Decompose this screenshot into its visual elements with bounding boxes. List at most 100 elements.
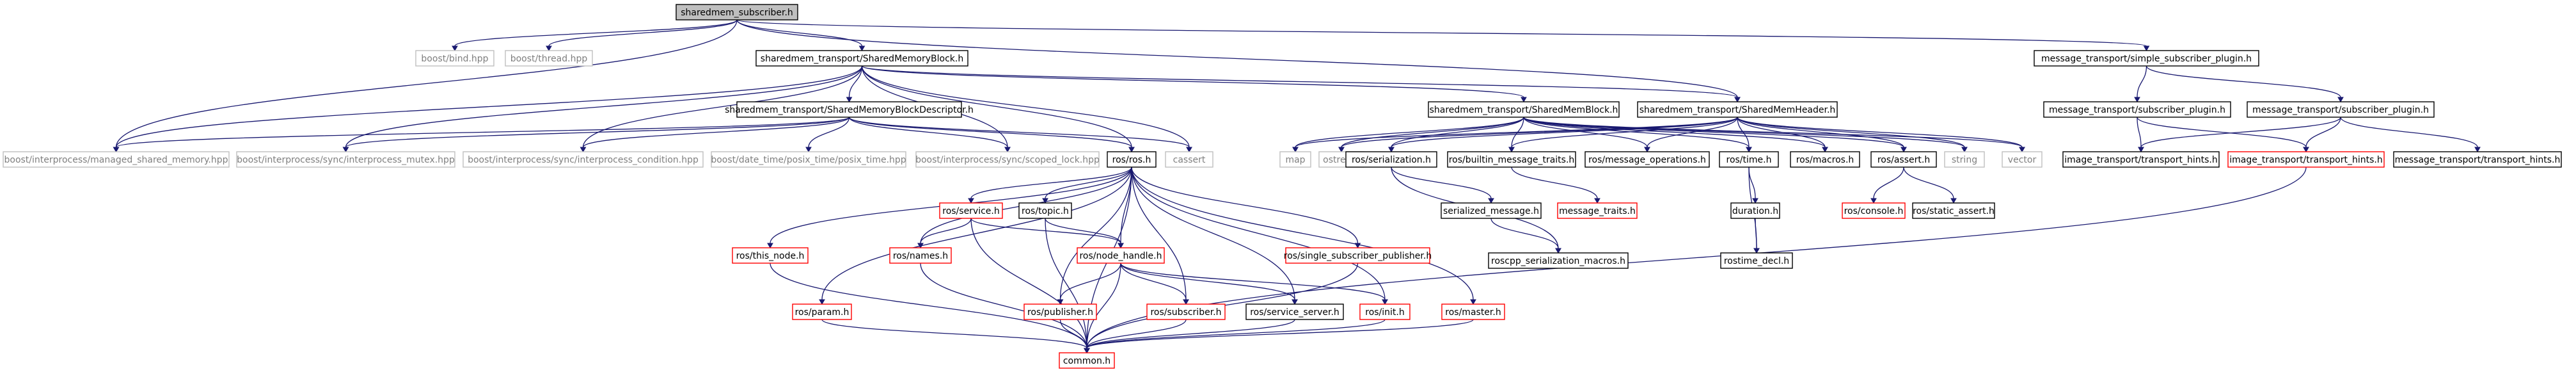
node-box [1285, 247, 1430, 264]
node-message-traits[interactable]: message_traits.h [1557, 202, 1638, 219]
node-ros-service-server[interactable]: ros/service_server.h [1245, 303, 1344, 320]
node-smhdr[interactable]: sharedmem_transport/SharedMemHeader.h [1637, 101, 1838, 118]
edge-ros-node-handle-to-ros-service-server [1120, 263, 1298, 305]
node-box [1720, 252, 1793, 269]
node-mt-sub1[interactable]: message_transport/subscriber_plugin.h [2043, 101, 2231, 118]
node-label: ros/ros.h [1112, 155, 1151, 165]
edge-smb-to-smbd [846, 65, 863, 103]
node-box [1447, 151, 1576, 168]
node-boost-thread: boost/thread.hpp [505, 50, 593, 67]
node-label: string [1952, 155, 1977, 165]
node-label: message_traits.h [1559, 206, 1636, 216]
node-label: ros/builtin_message_traits.h [1449, 155, 1575, 165]
node-ros-subscriber[interactable]: ros/subscriber.h [1146, 303, 1226, 320]
edge-ros-assert-to-ros-static-assert [1903, 166, 1957, 204]
node-label: sharedmem_transport/SharedMemBlock.h [1430, 105, 1618, 115]
node-label: duration.h [1732, 206, 1778, 216]
edge-root-to-boost-bind [452, 19, 738, 52]
node-box [1584, 151, 1710, 168]
node-ros-service[interactable]: ros/service.h [939, 202, 1003, 219]
node-smbd[interactable]: sharedmem_transport/SharedMemoryBlockDes… [725, 101, 974, 118]
node-ros-topic[interactable]: ros/topic.h [1018, 202, 1072, 219]
node-ros-static-assert[interactable]: ros/static_assert.h [1912, 202, 1995, 219]
node-ros-serialization[interactable]: ros/serialization.h [1345, 151, 1437, 168]
node-ros-h[interactable]: ros/ros.h [1107, 151, 1157, 168]
node-ros-builtin[interactable]: ros/builtin_message_traits.h [1447, 151, 1576, 168]
node-vector: vector [2002, 151, 2043, 168]
node-smb[interactable]: sharedmem_transport/SharedMemoryBlock.h [755, 50, 968, 67]
node-box [1279, 151, 1311, 168]
node-box [2393, 151, 2562, 168]
edge-smhdr-to-string [1737, 117, 1968, 153]
node-label: sharedmem_transport/SharedMemoryBlock.h [761, 54, 963, 64]
node-ros-names[interactable]: ros/names.h [889, 247, 952, 264]
node-box [939, 202, 1003, 219]
node-box [1944, 151, 1985, 168]
edge-smhdr-to-ros-assert [1737, 117, 1907, 153]
node-img-hints2[interactable]: image_transport/transport_hints.h [2227, 151, 2385, 168]
node-label: boost/interprocess/sync/interprocess_con… [468, 155, 699, 165]
node-box [1441, 303, 1505, 320]
node-mt-hints[interactable]: message_transport/transport_hints.h [2393, 151, 2562, 168]
node-ros-single-pub[interactable]: ros/single_subscriber_publisher.h [1284, 247, 1432, 264]
edge-ros-master-to-common [1084, 319, 1474, 354]
node-img-hints1[interactable]: image_transport/transport_hints.h [2062, 151, 2220, 168]
node-ros-console[interactable]: ros/console.h [1842, 202, 1906, 219]
node-label: message_transport/simple_subscriber_plug… [2041, 54, 2252, 64]
edge-ros-h-to-ros-service-server [1131, 166, 1298, 305]
node-label: ros/master.h [1445, 307, 1501, 318]
node-label: message_transport/subscriber_plugin.h [2049, 105, 2225, 115]
node-label: ros/init.h [1365, 307, 1405, 318]
node-ros-publisher[interactable]: ros/publisher.h [1023, 303, 1097, 320]
node-label: ros/param.h [795, 307, 849, 318]
node-ros-assert[interactable]: ros/assert.h [1870, 151, 1937, 168]
edge-smblk-to-ostream [1338, 117, 1524, 153]
node-label: image_transport/transport_hints.h [2064, 155, 2217, 165]
node-ros-init[interactable]: ros/init.h [1359, 303, 1410, 320]
node-ros-node-handle[interactable]: ros/node_handle.h [1077, 247, 1165, 264]
node-ros-this-node[interactable]: ros/this_node.h [732, 247, 809, 264]
node-label: message_transport/subscriber_plugin.h [2252, 105, 2429, 115]
node-ros-msgops[interactable]: ros/message_operations.h [1584, 151, 1710, 168]
node-box [889, 247, 952, 264]
node-smblk[interactable]: sharedmem_transport/SharedMemBlock.h [1428, 101, 1620, 118]
node-label: ros/serialization.h [1352, 155, 1431, 165]
node-label: cassert [1173, 155, 1206, 165]
edge-smbd-to-ip-mutex [342, 117, 850, 153]
node-label: sharedmem_subscriber.h [681, 8, 793, 18]
node-common[interactable]: common.h [1059, 352, 1115, 369]
edge-ros-h-to-ros-master [1131, 166, 1476, 305]
edge-layer [113, 19, 2481, 354]
node-box [1557, 202, 1638, 219]
node-label: ros/this_node.h [736, 251, 805, 261]
node-box [1359, 303, 1410, 320]
edge-img-hints2-to-common [1084, 166, 2307, 354]
node-ros-param[interactable]: ros/param.h [792, 303, 852, 320]
node-box [1842, 202, 1906, 219]
node-ros-time[interactable]: ros/time.h [1719, 151, 1779, 168]
edge-mt-simple-to-mt-sub1 [2134, 65, 2147, 103]
node-mt-simple[interactable]: message_transport/simple_subscriber_plug… [2034, 50, 2259, 67]
node-box [1345, 151, 1437, 168]
node-ros-master[interactable]: ros/master.h [1441, 303, 1505, 320]
node-mt-sub2[interactable]: message_transport/subscriber_plugin.h [2247, 101, 2435, 118]
node-box [236, 151, 455, 168]
edge-ros-node-handle-to-ros-subscriber [1120, 263, 1189, 305]
node-label: ros/service.h [942, 206, 1000, 216]
node-box [792, 303, 852, 320]
edge-root-to-managed-shm [113, 19, 738, 153]
edge-ros-h-to-ros-init [1131, 166, 1388, 305]
node-label: map [1285, 155, 1305, 165]
node-duration[interactable]: duration.h [1730, 202, 1780, 219]
edge-mt-sub2-to-mt-hints [2340, 117, 2481, 153]
edge-mt-sub1-to-img-hints1 [2137, 117, 2144, 153]
node-rostime-decl[interactable]: rostime_decl.h [1720, 252, 1793, 269]
node-roscpp-macros[interactable]: roscpp_serialization_macros.h [1488, 252, 1629, 269]
node-serialized-message[interactable]: serialized_message.h [1441, 202, 1542, 219]
node-box [755, 50, 968, 67]
node-box [462, 151, 704, 168]
node-managed-shm: boost/interprocess/managed_shared_memory… [3, 151, 230, 168]
node-root[interactable]: sharedmem_subscriber.h [676, 4, 798, 20]
node-ros-macros[interactable]: ros/macros.h [1790, 151, 1860, 168]
node-string: string [1944, 151, 1985, 168]
